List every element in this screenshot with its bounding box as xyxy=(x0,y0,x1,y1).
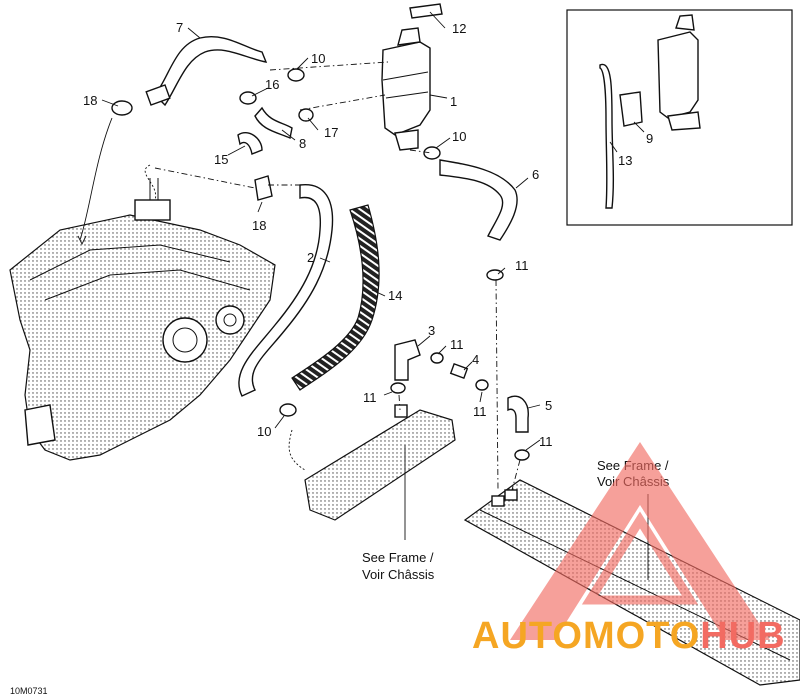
routing-lines xyxy=(77,61,521,491)
callout-numbers: 7 12 10 1 18 16 17 8 15 10 6 18 2 14 11 … xyxy=(83,20,653,449)
callout-16: 16 xyxy=(265,77,279,92)
frame-rail xyxy=(463,479,800,686)
callout-13: 13 xyxy=(618,153,632,168)
callout-9: 9 xyxy=(646,131,653,146)
callout-14: 14 xyxy=(388,288,402,303)
callout-12: 12 xyxy=(452,21,466,36)
frame-note-left-line1: See Frame / xyxy=(362,550,434,565)
clamp-11a xyxy=(486,269,504,281)
clamp-10a xyxy=(287,68,305,82)
clamp-11d xyxy=(514,449,530,461)
clamp-11c xyxy=(475,379,489,391)
frame-note-left: See Frame / Voir Châssis xyxy=(362,550,435,582)
frame-note-left-line2: Voir Châssis xyxy=(362,567,435,582)
reservoir-cap xyxy=(409,3,443,19)
callout-6: 6 xyxy=(532,167,539,182)
engine-block xyxy=(9,178,276,461)
watermark-text-accent: HUB xyxy=(700,615,785,657)
watermark-text: AUTOMOTOHUB xyxy=(472,615,786,657)
watermark-logo xyxy=(510,442,770,640)
drawing-code: 10M0731 xyxy=(10,686,48,696)
callout-11-right: 11 xyxy=(515,258,529,273)
watermark-text-main: AUTOMOTO xyxy=(472,615,700,657)
hose-7 xyxy=(145,36,268,107)
callout-17: 17 xyxy=(324,125,338,140)
callout-8: 8 xyxy=(299,136,306,151)
callout-11-lower: 11 xyxy=(473,404,487,419)
callout-5: 5 xyxy=(545,398,552,413)
hose-6 xyxy=(439,159,518,241)
callout-10-top: 10 xyxy=(311,51,325,66)
callout-10-mid: 10 xyxy=(452,129,466,144)
clamp-10c xyxy=(279,403,297,417)
callout-18-top: 18 xyxy=(83,93,97,108)
clamp-18a xyxy=(111,100,133,116)
heat-exchanger xyxy=(304,404,456,521)
callout-1: 1 xyxy=(450,94,457,109)
clamp-11e xyxy=(390,382,406,394)
callout-11-bottom: 11 xyxy=(539,434,553,449)
hose-2 xyxy=(238,184,334,397)
callout-11-left: 11 xyxy=(363,390,377,405)
callout-11-fitting: 11 xyxy=(450,337,464,352)
hose-5 xyxy=(507,395,529,433)
clamp-16 xyxy=(239,91,257,105)
fitting-4 xyxy=(449,363,469,379)
clamp-11b xyxy=(430,352,444,364)
callout-10-bottom: 10 xyxy=(257,424,271,439)
callout-2: 2 xyxy=(307,250,314,265)
inset-detail xyxy=(566,9,793,226)
elbow-3 xyxy=(394,339,421,381)
hose-14 xyxy=(291,204,380,391)
callout-18-mid: 18 xyxy=(252,218,266,233)
hose-15 xyxy=(237,132,263,155)
callout-7: 7 xyxy=(176,20,183,35)
callout-4: 4 xyxy=(472,352,479,367)
clamp-18b xyxy=(254,175,273,201)
callout-3: 3 xyxy=(428,323,435,338)
clamp-17 xyxy=(298,108,314,122)
clamp-10b xyxy=(423,146,441,160)
callout-15: 15 xyxy=(214,152,228,167)
coolant-reservoir xyxy=(381,27,431,151)
